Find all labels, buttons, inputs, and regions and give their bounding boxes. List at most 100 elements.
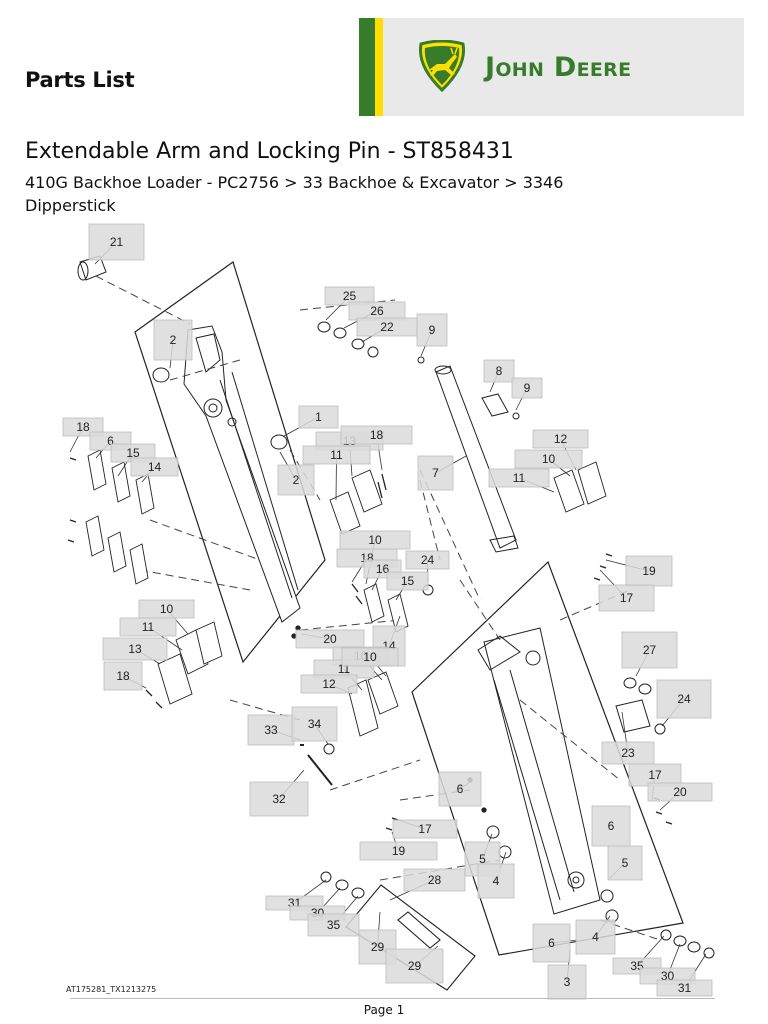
- callout-box: [295, 629, 365, 649]
- callout-number: 10: [160, 602, 174, 616]
- callout-number: 8: [496, 364, 503, 378]
- callout-box: [575, 919, 616, 955]
- callout-number: 7: [432, 466, 439, 480]
- callout-number: 26: [370, 304, 384, 318]
- callout-label: 12: [532, 429, 589, 449]
- brand-stripe-yellow: [375, 18, 383, 116]
- callout-number: 16: [376, 562, 390, 576]
- callout-box: [621, 631, 678, 669]
- callout-box: [417, 455, 454, 491]
- callout-label: 15: [386, 571, 429, 591]
- callout-number: 17: [418, 822, 432, 836]
- callout-label: 31: [656, 979, 713, 997]
- callout-number: 1: [315, 410, 322, 424]
- callout-number: 2: [293, 473, 300, 487]
- callout-number: 27: [643, 643, 657, 657]
- callout-box: [483, 359, 515, 383]
- brand-stripe-green: [359, 18, 375, 116]
- callout-box: [656, 979, 713, 997]
- callout-box: [385, 948, 444, 984]
- callout-number: 14: [148, 460, 162, 474]
- callout-number: 33: [264, 723, 278, 737]
- callout-label: 11: [488, 468, 550, 488]
- callout-label: 20: [647, 782, 713, 802]
- callout-box: [532, 923, 571, 963]
- callout-number: 6: [107, 434, 114, 448]
- callout-label: 17: [628, 763, 682, 787]
- callout-label: 28: [403, 868, 466, 892]
- callout-number: 6: [457, 782, 464, 796]
- callout-number: 20: [673, 785, 687, 799]
- callout-label: 7: [417, 455, 454, 491]
- callout-box: [359, 841, 438, 861]
- callout-number: 19: [392, 844, 406, 858]
- callout-label: 11: [302, 445, 371, 465]
- callout-number: 2: [170, 333, 177, 347]
- callout-number: 9: [524, 381, 531, 395]
- callout-box: [511, 377, 543, 399]
- callout-number: 34: [308, 717, 322, 731]
- callout-number: 10: [363, 650, 377, 664]
- callout-box: [307, 913, 360, 937]
- callout-label: 24: [405, 550, 450, 570]
- exploded-parts-diagram: 2122526229891181312186151471110112101918…: [62, 223, 715, 1000]
- callout-label: 10: [514, 449, 583, 469]
- callout-label: 19: [625, 555, 673, 587]
- callout-label: 8: [483, 359, 515, 383]
- callout-label: 33: [247, 714, 295, 746]
- callout-box: [302, 445, 371, 465]
- callout-number: 12: [322, 677, 336, 691]
- callout-number: 15: [401, 574, 415, 588]
- figure-id: AT175281_TX1213275: [66, 985, 157, 994]
- callout-box: [62, 417, 104, 437]
- callout-number: 15: [126, 446, 140, 460]
- callout-number: 11: [330, 448, 343, 462]
- callout-box: [340, 425, 413, 445]
- callout-label: 21: [88, 223, 145, 261]
- callout-number: 30: [661, 969, 675, 983]
- callout-box: [291, 706, 338, 742]
- callout-box: [647, 782, 713, 802]
- callout-box: [130, 457, 179, 477]
- callout-box: [598, 584, 655, 612]
- callout-number: 23: [621, 746, 635, 760]
- callout-label: 6: [438, 771, 482, 807]
- callout-label: 18: [62, 417, 104, 437]
- callout-label: 2: [153, 319, 193, 361]
- callout-number: 28: [428, 873, 442, 887]
- callout-number: 18: [370, 428, 384, 442]
- callout-label: 35: [307, 913, 360, 937]
- callout-label: 13: [102, 637, 168, 661]
- callout-label: 12: [300, 674, 358, 694]
- callout-label: 34: [291, 706, 338, 742]
- callout-label: 10: [341, 647, 399, 667]
- callout-box: [416, 313, 448, 347]
- document-title: Extendable Arm and Locking Pin - ST85843…: [25, 139, 514, 164]
- page-number: Page 1: [363, 1003, 405, 1017]
- callout-label: 5: [607, 845, 643, 881]
- callout-number: 19: [642, 564, 656, 578]
- callout-label: 17: [392, 819, 458, 839]
- callout-label: 23: [601, 741, 655, 765]
- document-breadcrumb: 410G Backhoe Loader - PC2756 > 33 Backho…: [25, 173, 564, 192]
- callout-box: [477, 863, 515, 899]
- callout-number: 6: [608, 819, 615, 833]
- callout-number: 10: [368, 533, 382, 547]
- callout-box: [119, 617, 177, 637]
- callout-label: 14: [130, 457, 179, 477]
- callout-label: 9: [416, 313, 448, 347]
- callout-box: [438, 771, 482, 807]
- callout-number: 29: [371, 940, 385, 954]
- callout-number: 11: [142, 620, 155, 634]
- callout-box: [514, 449, 583, 469]
- callout-label: 32: [249, 781, 309, 817]
- callout-label: 15: [110, 443, 156, 463]
- callout-label: 29: [385, 948, 444, 984]
- footer-rule: [70, 998, 715, 999]
- callout-label: 22: [356, 317, 418, 337]
- callout-box: [300, 674, 358, 694]
- callout-box: [88, 223, 145, 261]
- callout-number: 9: [429, 323, 436, 337]
- callout-label: 4: [575, 919, 616, 955]
- callout-label: 10: [339, 530, 411, 550]
